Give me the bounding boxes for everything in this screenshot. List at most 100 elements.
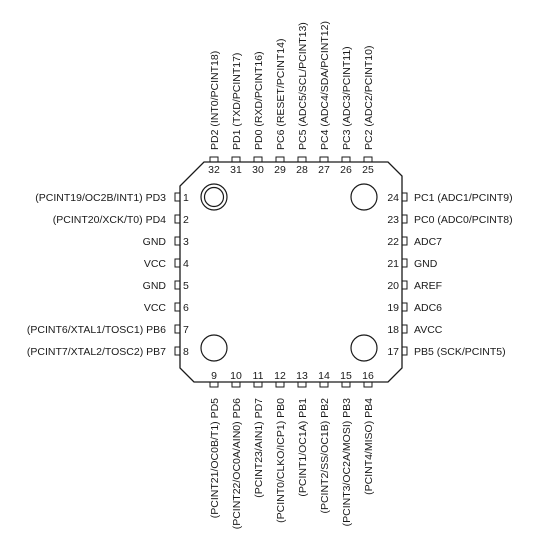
pin-number-8: 8 (183, 346, 189, 358)
pin-number-4: 4 (183, 258, 189, 270)
pin-number-24: 24 (387, 192, 399, 204)
pin-number-23: 23 (387, 214, 399, 226)
pin-number-20: 20 (387, 280, 399, 292)
pin-label-26: PC3 (ADC3/PCINT11) (341, 46, 353, 150)
pin-label-22: ADC7 (414, 236, 442, 248)
pin-right-19 (402, 302, 408, 312)
pin-label-16: (PCINT4/MISO) PB4 (363, 398, 375, 495)
pin-number-27: 27 (318, 164, 330, 176)
pin-top-32 (209, 156, 219, 162)
pin-right-24 (402, 192, 408, 202)
pin-label-17: PB5 (SCK/PCINT5) (414, 346, 506, 358)
pin-number-22: 22 (387, 236, 399, 248)
pin-label-14: (PCINT2/SS/OC1B) PB2 (319, 398, 331, 514)
pin-top-28 (297, 156, 307, 162)
pin-number-26: 26 (340, 164, 352, 176)
pin-label-12: (PCINT0/CLKO/ICP1) PB0 (275, 398, 287, 523)
pin-number-15: 15 (340, 370, 352, 382)
pin-label-24: PC1 (ADC1/PCINT9) (414, 192, 513, 204)
pin-number-9: 9 (211, 370, 217, 382)
pin-bottom-10 (231, 382, 241, 388)
pin-right-21 (402, 258, 408, 268)
pin-label-31: PD1 (TXD/PCINT17) (231, 53, 243, 150)
pin-label-9: (PCINT21/OC0B/T1) PD5 (209, 398, 221, 518)
pin-number-5: 5 (183, 280, 189, 292)
pin1-marker-outer (200, 183, 228, 211)
pin-left-1 (174, 192, 180, 202)
pin-number-2: 2 (183, 214, 189, 226)
pin-right-23 (402, 214, 408, 224)
pin-number-7: 7 (183, 324, 189, 336)
corner-marker-bottom-left (200, 334, 228, 362)
corner-marker-bottom-right (350, 334, 378, 362)
pin-left-5 (174, 280, 180, 290)
pin-right-17 (402, 346, 408, 356)
pin-label-10: (PCINT22/OC0A/AIN0) PD6 (231, 398, 243, 529)
pin-label-29: PC6 (RESET/PCINT14) (275, 39, 287, 150)
pin-number-1: 1 (183, 192, 189, 204)
pin-number-14: 14 (318, 370, 330, 382)
pin-number-16: 16 (362, 370, 374, 382)
pin-label-19: ADC6 (414, 302, 442, 314)
pin-label-7: (PCINT6/XTAL1/TOSC1) PB6 (27, 324, 166, 336)
pin-bottom-13 (297, 382, 307, 388)
pin-number-17: 17 (387, 346, 399, 358)
pin-label-20: AREF (414, 280, 442, 292)
pin-left-4 (174, 258, 180, 268)
package-body (179, 161, 403, 383)
pin-bottom-12 (275, 382, 285, 388)
pin-bottom-14 (319, 382, 329, 388)
pin-right-22 (402, 236, 408, 246)
pin-label-27: PC4 (ADC4/SDA/PCINT12) (319, 21, 331, 150)
pin-top-25 (363, 156, 373, 162)
pin-number-29: 29 (274, 164, 286, 176)
pin-label-25: PC2 (ADC2/PCINT10) (363, 46, 375, 150)
pin-right-18 (402, 324, 408, 334)
pin-number-19: 19 (387, 302, 399, 314)
pin-number-10: 10 (230, 370, 242, 382)
pin-label-18: AVCC (414, 324, 443, 336)
pin-label-21: GND (414, 258, 438, 270)
corner-marker-top-right (350, 183, 378, 211)
pin-label-1: (PCINT19/OC2B/INT1) PD3 (35, 192, 166, 204)
pin-number-12: 12 (274, 370, 286, 382)
pin-number-31: 31 (230, 164, 242, 176)
pin-label-32: PD2 (INT0/PCINT18) (209, 51, 221, 150)
pin-left-7 (174, 324, 180, 334)
pin-left-8 (174, 346, 180, 356)
pin-label-8: (PCINT7/XTAL2/TOSC2) PB7 (27, 346, 166, 358)
pin-number-30: 30 (252, 164, 264, 176)
pin-top-30 (253, 156, 263, 162)
pin-label-4: VCC (144, 258, 167, 270)
pin-top-26 (341, 156, 351, 162)
pin-label-23: PC0 (ADC0/PCINT8) (414, 214, 513, 226)
pin-bottom-9 (209, 382, 219, 388)
pin-bottom-15 (341, 382, 351, 388)
pin-top-27 (319, 156, 329, 162)
pin1-marker-inner (203, 186, 225, 208)
pin-left-6 (174, 302, 180, 312)
pin-number-11: 11 (253, 370, 264, 382)
pin-number-3: 3 (183, 236, 189, 248)
pin-label-13: (PCINT1/OC1A) PB1 (297, 398, 309, 497)
pin-label-6: VCC (144, 302, 167, 314)
pin-number-21: 21 (387, 258, 399, 270)
pin-label-11: (PCINT23/AIN1) PD7 (253, 398, 265, 498)
pin-number-6: 6 (183, 302, 189, 314)
pin-top-29 (275, 156, 285, 162)
pin-top-31 (231, 156, 241, 162)
pin-label-28: PC5 (ADC5/SCL/PCINT13) (297, 22, 309, 150)
pin-label-5: GND (143, 280, 167, 292)
pin-label-3: GND (143, 236, 167, 248)
pin-left-3 (174, 236, 180, 246)
pin-label-15: (PCINT3/OC2A/MOSI) PB3 (341, 398, 353, 527)
pin-number-18: 18 (387, 324, 399, 336)
pin-number-13: 13 (296, 370, 308, 382)
pin-left-2 (174, 214, 180, 224)
pin-bottom-11 (253, 382, 263, 388)
pin-right-20 (402, 280, 408, 290)
pin-label-2: (PCINT20/XCK/T0) PD4 (53, 214, 166, 226)
pin-number-32: 32 (208, 164, 220, 176)
